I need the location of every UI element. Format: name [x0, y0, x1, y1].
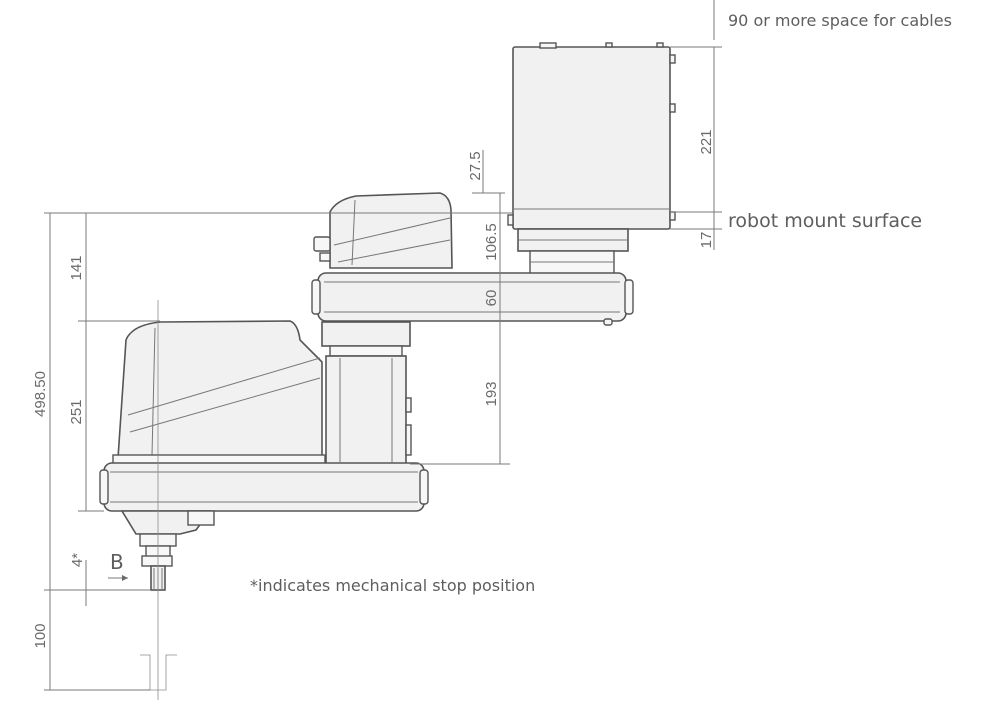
- mechanical-stop-note: *indicates mechanical stop position: [250, 576, 535, 595]
- dim-4-star: 4*: [69, 553, 86, 567]
- dim-221: 221: [698, 129, 715, 154]
- lower-joint-cover: [112, 320, 326, 466]
- arm-1: [311, 272, 634, 326]
- dim-27-5: 27.5: [467, 151, 484, 180]
- stroke-outline: [140, 654, 177, 691]
- cable-space-label: 90 or more space for cables: [728, 11, 952, 30]
- dim-60: 60: [483, 290, 500, 307]
- dim-193: 193: [483, 381, 500, 406]
- dim-106-5: 106.5: [483, 223, 500, 261]
- controller-unit: [507, 42, 676, 276]
- dim-17: 17: [698, 232, 715, 249]
- dim-141: 141: [68, 255, 85, 280]
- arm-2: [99, 462, 429, 512]
- dim-100: 100: [32, 623, 49, 648]
- view-b-label: B: [110, 550, 124, 574]
- dim-498-50: 498.50: [32, 371, 49, 417]
- dimension-lines: [44, 0, 722, 691]
- dim-251: 251: [68, 399, 85, 424]
- upper-joint-cover: [313, 192, 453, 269]
- spline-shaft: [120, 510, 215, 591]
- mount-surface-label: robot mount surface: [728, 210, 922, 232]
- joint-2-column: [321, 321, 412, 465]
